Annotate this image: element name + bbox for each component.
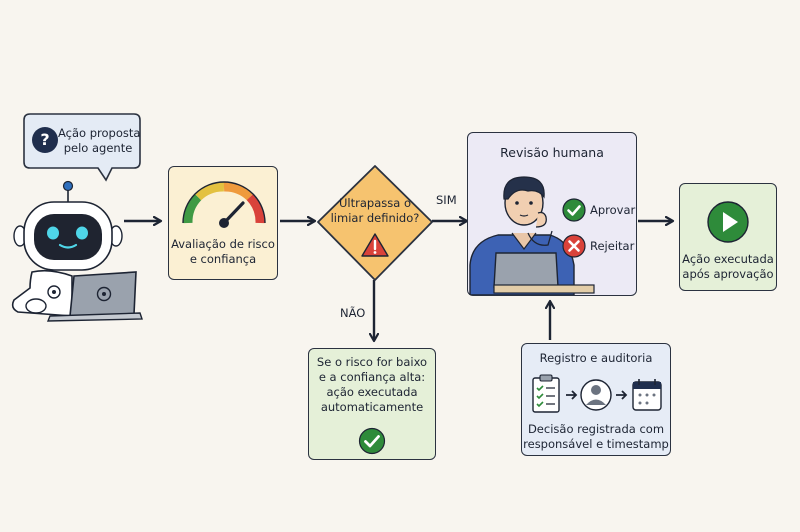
audit-line2: responsável e timestamp [523,437,669,451]
auto-line3: ação executada [326,385,418,399]
audit-title: Registro e auditoria [539,351,653,365]
branch-no-label: NÃO [340,306,366,320]
reject-option[interactable]: Rejeitar [562,233,638,259]
reject-label: Rejeitar [590,239,635,253]
warning-icon [361,233,389,257]
play-icon [707,201,749,243]
audit-log-box: Registro e auditoria Decisão registrada … [521,343,671,456]
risk-label-line2: e confiança [189,252,257,266]
audit-line1: Decisão registrada com [527,422,665,436]
question-icon: ? [32,127,58,153]
executed-line2: após aprovação [682,267,774,281]
auto-line2: e a confiança alta: [318,370,426,384]
threshold-diamond [317,165,433,281]
audit-flow-icons [532,374,662,413]
auto-execution-box: Se o risco for baixo e a confiança alta:… [308,348,436,460]
person-at-laptop [469,176,595,295]
x-circle-icon [562,234,586,258]
risk-assessment-box: Avaliação de risco e confiança [168,166,278,280]
threshold-line1: Ultrapassa o [339,196,411,210]
approve-label: Aprovar [590,203,636,217]
approve-option[interactable]: Aprovar [562,197,638,223]
robot-agent [11,180,143,322]
auto-line1: Se o risco for baixo [316,355,428,369]
risk-label-line1: Avaliação de risco [171,237,275,251]
executed-after-approval-box: Ação executada após aprovação [679,183,777,291]
human-review-title: Revisão humana [500,145,604,160]
agent-action-line2: pelo agente [63,141,133,155]
threshold-line2: limiar definido? [330,211,420,225]
auto-line4: automaticamente [320,400,424,414]
human-review-box: Revisão humana Aprovar Rejeitar [467,132,637,296]
gauge-icon [182,181,266,228]
executed-line1: Ação executada [682,252,774,266]
agent-action-line1: Ação proposta [58,126,141,140]
branch-yes-label: SIM [436,193,457,207]
agent-speech-bubble: ? Ação proposta pelo agente [23,113,141,182]
check-circle-icon [562,198,586,222]
check-icon [358,427,386,455]
